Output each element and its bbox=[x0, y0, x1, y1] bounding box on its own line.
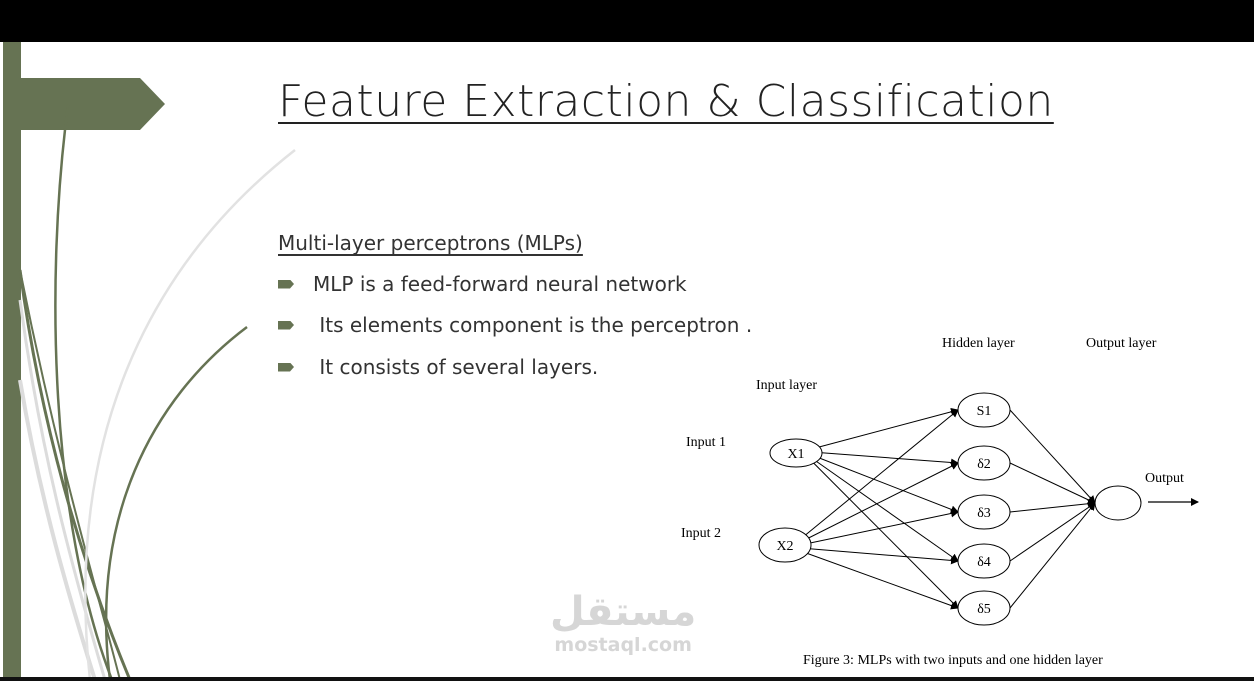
watermark-arabic: مستقل bbox=[550, 589, 697, 635]
edge-input1-hidden1 bbox=[811, 407, 959, 450]
node-ellipse bbox=[957, 543, 1011, 579]
node-ellipse bbox=[957, 494, 1011, 530]
curve bbox=[18, 379, 97, 681]
slide-title: Feature Extraction & Classification bbox=[278, 76, 1054, 127]
title-arrow-banner bbox=[20, 78, 165, 130]
bullet-text: It consists of several layers. bbox=[313, 355, 599, 379]
hidden-node-3: δ3 bbox=[957, 494, 1011, 530]
node-ellipse bbox=[957, 392, 1011, 428]
edges bbox=[800, 407, 1096, 610]
curve bbox=[19, 269, 121, 681]
bullet-item: Its elements component is the perceptron… bbox=[278, 313, 752, 337]
arrow-bullet-icon bbox=[278, 279, 294, 289]
output-node bbox=[1094, 485, 1142, 521]
curve bbox=[104, 326, 248, 681]
input-node-2: X2 bbox=[758, 527, 812, 563]
node-ellipse bbox=[957, 590, 1011, 626]
bullet-item: It consists of several layers. bbox=[278, 355, 598, 379]
edge-hidden5-output bbox=[1009, 502, 1096, 609]
watermark-latin: mostaql.com bbox=[554, 634, 692, 656]
node-label: δ4 bbox=[977, 555, 991, 570]
node-ellipse bbox=[957, 445, 1011, 481]
node-label: δ5 bbox=[977, 602, 991, 617]
output-label: Output bbox=[1145, 471, 1184, 486]
hidden-node-2: δ2 bbox=[957, 445, 1011, 481]
edge-input2-hidden4 bbox=[800, 547, 959, 565]
edge-input2-hidden1 bbox=[800, 409, 959, 540]
edge-input2-hidden3 bbox=[800, 509, 959, 546]
watermark: مستقل mostaql.com bbox=[550, 590, 696, 656]
edge-hidden2-output bbox=[1009, 462, 1096, 504]
bullet-text: MLP is a feed-forward neural network bbox=[313, 272, 687, 296]
edge-input2-hidden2 bbox=[800, 462, 959, 543]
hidden-node-1: S1 bbox=[957, 392, 1011, 428]
input2-label: Input 2 bbox=[681, 526, 721, 541]
edge-input2-hidden5 bbox=[800, 550, 959, 610]
edge-input1-hidden3 bbox=[811, 454, 959, 514]
figure-caption: Figure 3: MLPs with two inputs and one h… bbox=[803, 653, 1103, 668]
edge-hidden3-output bbox=[1009, 499, 1096, 513]
bullet-item: MLP is a feed-forward neural network bbox=[278, 272, 687, 296]
node-label: X1 bbox=[787, 447, 804, 462]
node-ellipse bbox=[758, 527, 812, 563]
input1-label: Input 1 bbox=[686, 435, 726, 450]
input-layer-label: Input layer bbox=[756, 378, 817, 393]
edge-hidden4-output bbox=[1009, 502, 1096, 562]
node-label: δ2 bbox=[977, 457, 991, 472]
edge-hidden1-output bbox=[1009, 409, 1096, 504]
node-label: X2 bbox=[776, 539, 793, 554]
node-label: S1 bbox=[977, 404, 992, 419]
output-layer-label: Output layer bbox=[1086, 336, 1157, 351]
hidden-node-4: δ4 bbox=[957, 543, 1011, 579]
hidden-layer-label: Hidden layer bbox=[942, 336, 1015, 351]
curve bbox=[54, 104, 114, 681]
input-node-1: X1 bbox=[769, 438, 823, 468]
arrow-bullet-icon bbox=[278, 362, 294, 372]
hidden-node-5: δ5 bbox=[957, 590, 1011, 626]
bottom-bar bbox=[0, 677, 1254, 681]
node-ellipse bbox=[769, 438, 823, 468]
arrow-bullet-icon bbox=[278, 320, 294, 330]
section-heading: Multi-layer perceptrons (MLPs) bbox=[278, 231, 583, 255]
bullet-text: Its elements component is the perceptron… bbox=[313, 313, 753, 337]
curve bbox=[18, 299, 107, 681]
node-ellipse bbox=[1094, 485, 1142, 521]
top-black-bar bbox=[0, 0, 1254, 42]
curve bbox=[84, 149, 296, 681]
node-label: δ3 bbox=[977, 506, 991, 521]
curve bbox=[18, 269, 132, 681]
edge-input1-hidden4 bbox=[811, 457, 959, 562]
edge-input1-hidden5 bbox=[811, 460, 959, 609]
edge-input1-hidden2 bbox=[811, 451, 959, 467]
left-vertical-bar bbox=[3, 42, 21, 678]
